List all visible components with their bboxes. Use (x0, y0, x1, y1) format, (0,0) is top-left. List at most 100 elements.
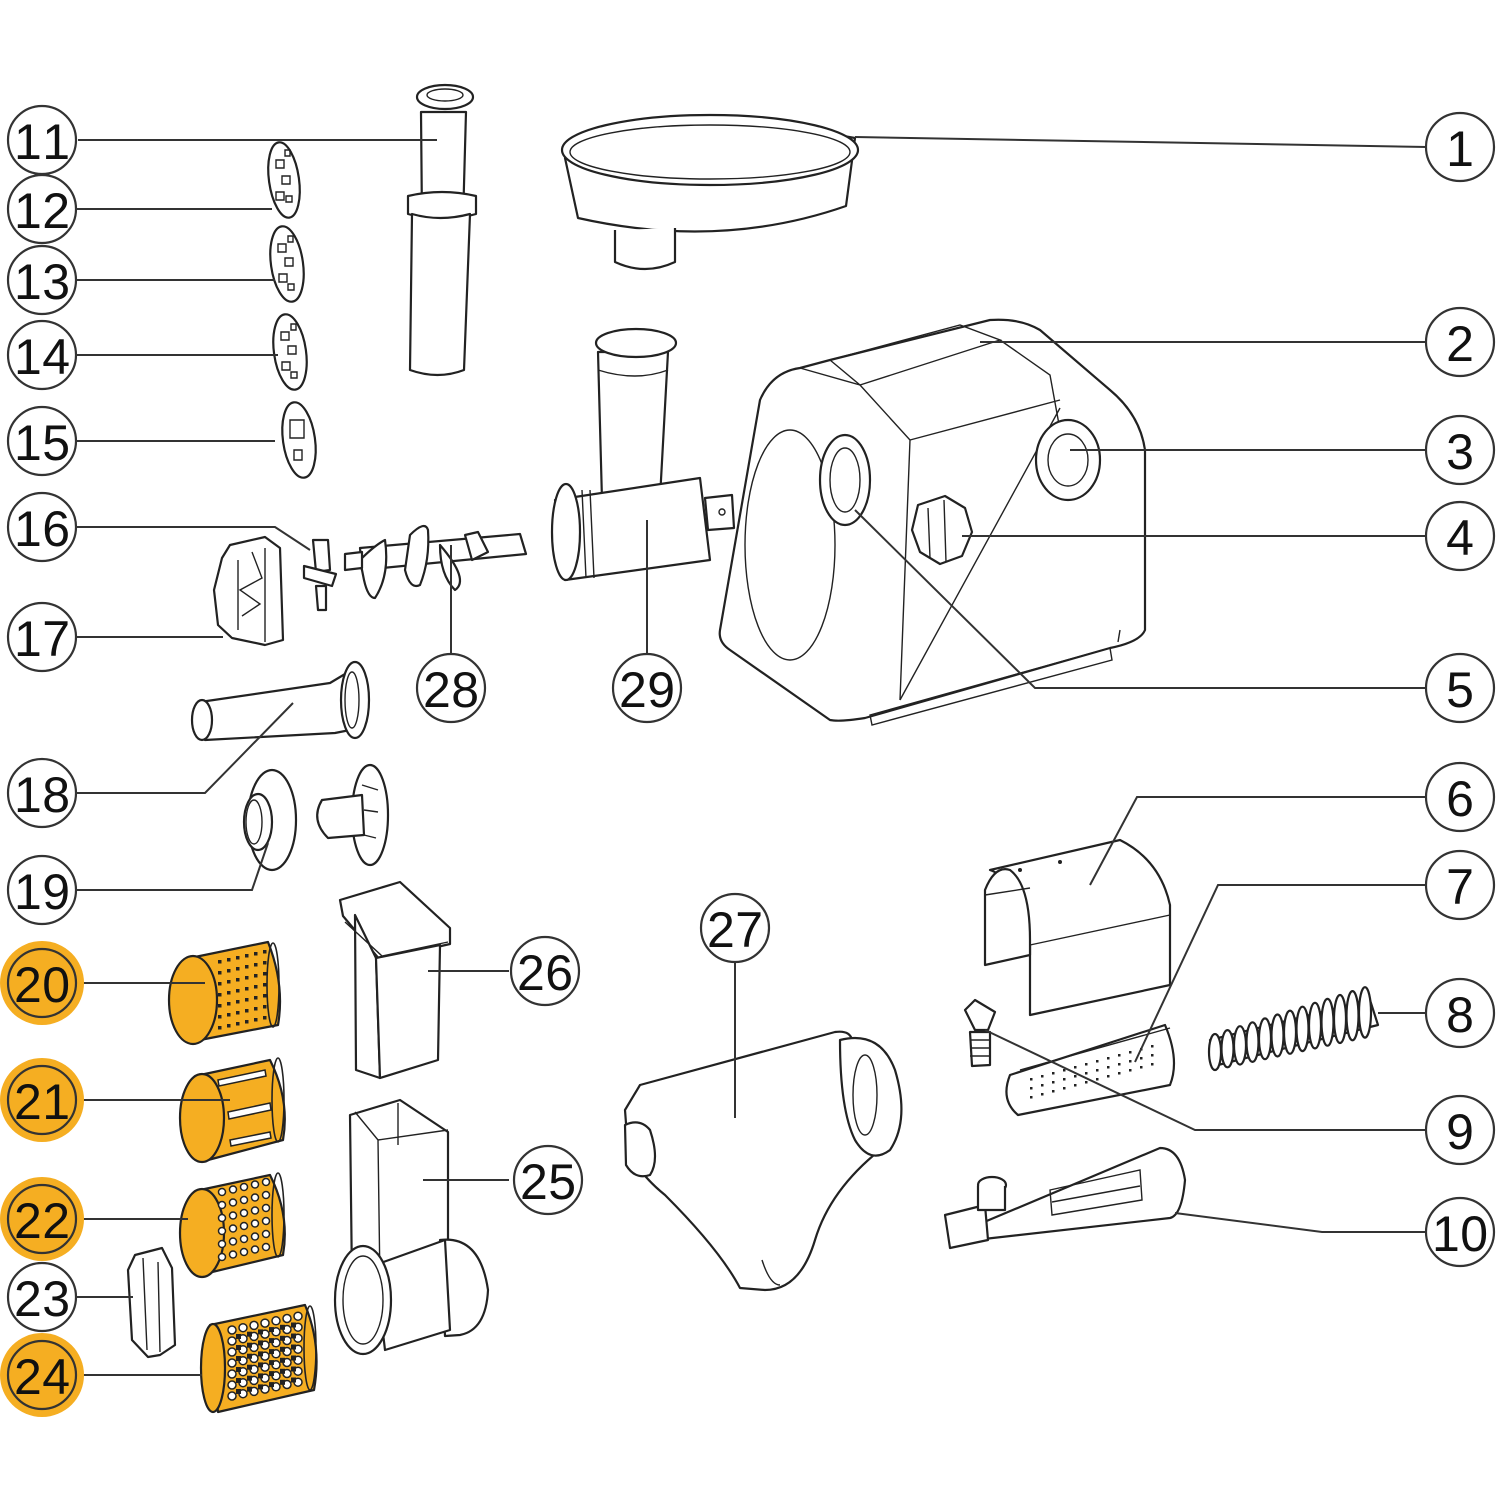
part-4-knob (910, 494, 974, 566)
screw-thread (1307, 1001, 1323, 1050)
drum-hole (1030, 1078, 1033, 1081)
drum-hole (271, 1316, 281, 1326)
drum-hole (247, 1386, 252, 1392)
drum-hole (261, 1242, 271, 1252)
drum-hole (217, 1187, 227, 1197)
drum-hole (269, 1382, 274, 1388)
callout-number: 22 (14, 1193, 70, 1249)
drum-hole (228, 1211, 238, 1220)
callout-circle (6, 1339, 78, 1411)
callout-number: 28 (423, 662, 479, 718)
drum-hole (227, 1013, 231, 1017)
callout-number: 10 (1432, 1206, 1488, 1262)
part-26-slicer-pusher (338, 880, 452, 1080)
drum-hole (218, 993, 222, 997)
drum-hole (228, 1237, 238, 1246)
drum-hole (258, 1329, 263, 1335)
screw-thread (1282, 1009, 1298, 1055)
part-14-plate (272, 313, 308, 391)
callout-6: 6 (1424, 761, 1496, 833)
drum-hole (236, 1334, 241, 1339)
part-11-pusher (406, 83, 478, 377)
drum-hole (260, 1318, 270, 1328)
drum-hole (1074, 1066, 1077, 1069)
drum-hole (258, 1373, 263, 1379)
drum-hole (247, 1342, 252, 1348)
drum-hole (1118, 1072, 1121, 1075)
drum-hole (236, 1356, 241, 1361)
part-20-grating-drum (167, 940, 282, 1046)
screw-thread (1320, 997, 1335, 1047)
drum-hole (1052, 1072, 1055, 1075)
drum-hole (245, 1020, 249, 1024)
callout-27: 27 (699, 892, 771, 964)
drum-hole (236, 1367, 241, 1372)
callout-circle (1424, 652, 1496, 724)
callout-22: 22 (0, 1177, 84, 1261)
drum-hole (280, 1335, 285, 1341)
screw-thread (1270, 1013, 1285, 1058)
callout-circle (1424, 111, 1496, 183)
callout-circle (6, 319, 78, 391)
callout-circle (6, 173, 78, 245)
callout-circle (1424, 1196, 1496, 1268)
callout-5: 5 (1424, 652, 1496, 724)
part-24-grating-drum-extra (199, 1303, 318, 1414)
callout-29: 29 (611, 652, 683, 724)
drum-hole (254, 974, 258, 978)
drum-hole (227, 1358, 237, 1368)
part-19-kebbe (242, 763, 390, 872)
part-8-screw (1207, 986, 1380, 1072)
callout-number: 1 (1446, 121, 1474, 177)
drum-hole (1052, 1081, 1055, 1084)
callout-19: 19 (6, 854, 78, 926)
drum-hole (1140, 1057, 1143, 1060)
drum-hole (1063, 1078, 1066, 1081)
drum-hole (236, 989, 240, 993)
drum-hole (239, 1182, 249, 1192)
drum-hole (247, 1364, 252, 1370)
screw-thread (1220, 1028, 1235, 1069)
part-7-sieve (1005, 1023, 1176, 1117)
callout-number: 21 (14, 1074, 70, 1130)
drum-hole (228, 1250, 238, 1259)
part-12-plate (267, 141, 301, 219)
drum-hole (236, 1389, 241, 1394)
screw-thread (1207, 1032, 1223, 1072)
drum-hole (291, 1377, 296, 1383)
drum-hole (291, 1366, 296, 1372)
drum-hole (250, 1180, 260, 1189)
callout-number: 15 (14, 415, 70, 471)
drum-hole (218, 971, 222, 975)
callout-circle (6, 1261, 78, 1333)
part-28-auger (343, 524, 528, 600)
drum-hole (239, 1221, 249, 1231)
drum-hole (228, 1224, 238, 1233)
drum-hole (1096, 1060, 1099, 1063)
drum-hole (269, 1349, 274, 1355)
drum-hole (245, 954, 249, 958)
drum-hole (250, 1219, 260, 1228)
callout-4: 4 (1424, 500, 1496, 572)
drum-hole (261, 1229, 271, 1239)
drum-hole (1107, 1057, 1110, 1060)
drum-hole (263, 983, 267, 987)
drum-hole (1030, 1096, 1033, 1099)
drum-hole (227, 1391, 237, 1401)
drum-hole (254, 1007, 258, 1011)
part-16-blade (302, 538, 338, 612)
callout-circle (6, 757, 78, 829)
callout-number: 6 (1446, 771, 1474, 827)
drum-hole (236, 956, 240, 960)
drum-hole (293, 1311, 303, 1321)
screw-thread (1257, 1017, 1273, 1061)
callout-26: 26 (509, 935, 581, 1007)
drum-hole (250, 1206, 260, 1215)
callout-circle (6, 601, 78, 673)
callout-16: 16 (6, 491, 78, 563)
drum-hole (245, 998, 249, 1002)
part-25-slicer-housing (333, 1098, 490, 1356)
drum-hole (249, 1320, 259, 1331)
drum-hole (291, 1333, 296, 1339)
screw-thread (1245, 1021, 1260, 1063)
